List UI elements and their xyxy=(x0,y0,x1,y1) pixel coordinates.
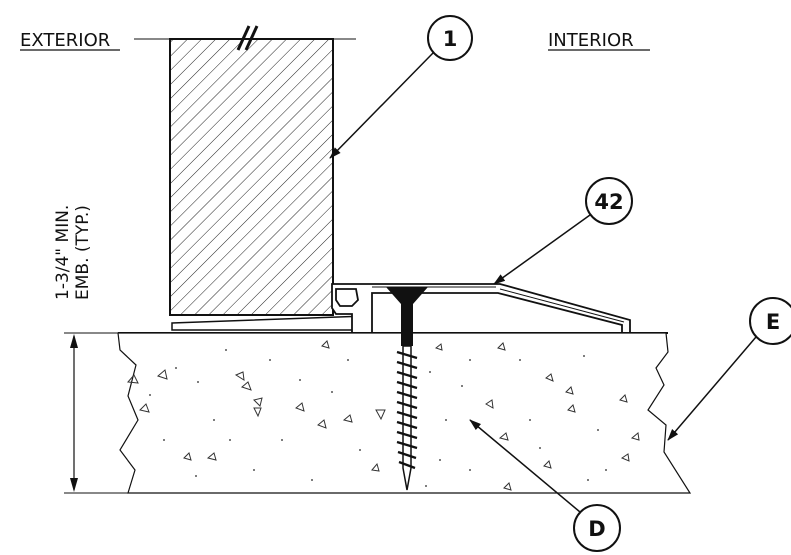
break-mark xyxy=(236,25,259,51)
callout-1-label: 1 xyxy=(443,27,458,51)
callout-d: D xyxy=(469,419,621,552)
door-slab xyxy=(169,38,334,316)
callout-42: 42 xyxy=(493,177,633,285)
callout-1: 1 xyxy=(329,15,473,159)
interior-label: INTERIOR xyxy=(548,30,634,51)
door-sweep xyxy=(171,315,369,331)
dimension-text-line2: EMB. (TYP.) xyxy=(73,205,93,300)
anchor-screw xyxy=(386,287,428,491)
embedment-dimension xyxy=(64,332,128,494)
callout-42-label: 42 xyxy=(594,190,623,214)
dimension-text-line1: 1-3/4" MIN. xyxy=(53,205,73,300)
callout-e-label: E xyxy=(766,310,780,334)
concrete-stipple xyxy=(149,349,607,487)
callout-e: E xyxy=(667,297,791,441)
callout-d-label: D xyxy=(588,517,605,541)
exterior-label: EXTERIOR xyxy=(20,30,110,51)
threshold-profile xyxy=(331,283,631,334)
concrete-texture xyxy=(126,340,640,491)
